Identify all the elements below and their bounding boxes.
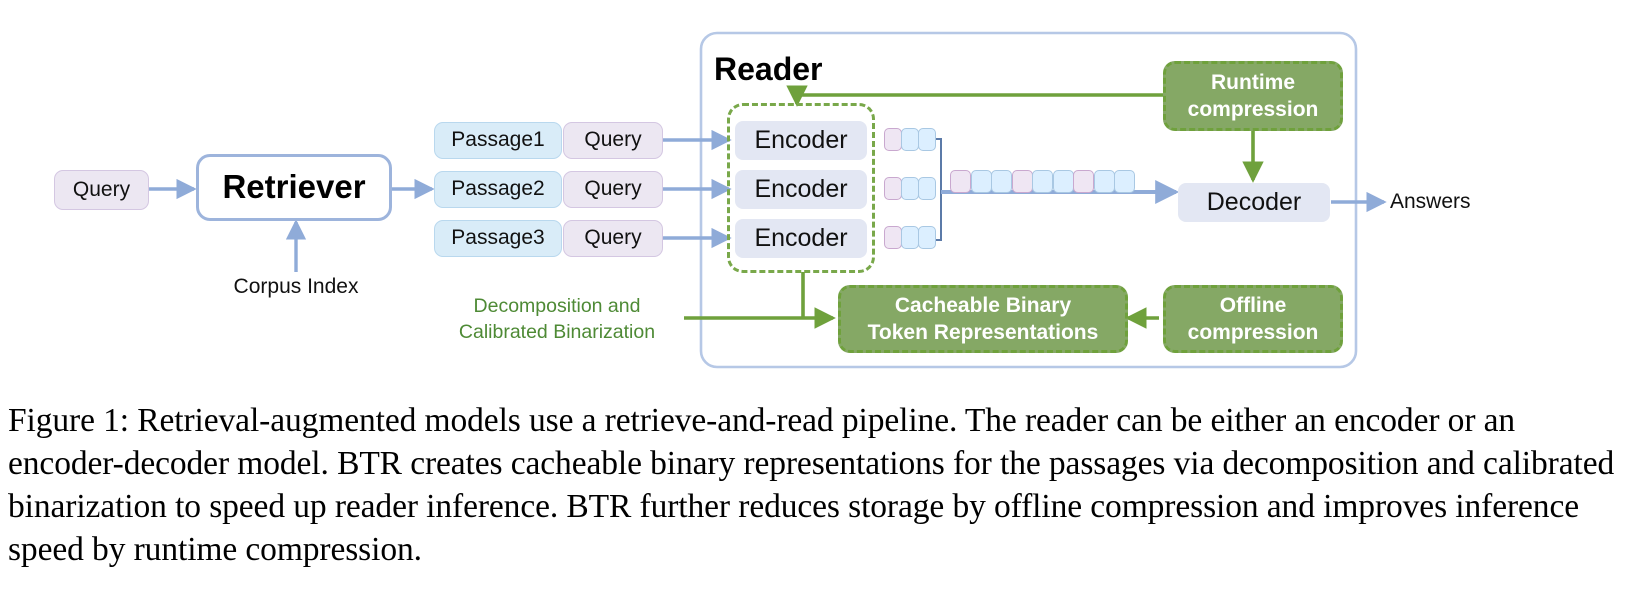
passage-label-3: Passage3 [451, 226, 545, 250]
token-square [1093, 170, 1115, 193]
runtime-compression-line1: Runtime [1211, 70, 1295, 94]
encoder-token-row-1 [884, 128, 936, 152]
passage-label-2: Passage2 [451, 177, 545, 201]
figure-diagram: Query Retriever Corpus Index Passage1 Qu… [54, 31, 1530, 369]
answers-label: Answers [1390, 187, 1530, 217]
token-square [901, 226, 919, 249]
reader-title: Reader [714, 50, 884, 90]
decomposition-label: Decomposition and Calibrated Binarizatio… [432, 290, 682, 348]
decomposition-label-line2: Calibrated Binarization [458, 321, 656, 343]
token-square [1114, 170, 1135, 193]
query-pill-3[interactable]: Query [563, 220, 663, 257]
encoder-group-outline [727, 103, 875, 273]
encoder-label-3: Encoder [754, 224, 848, 253]
cacheable-line1: Cacheable Binary [894, 293, 1072, 317]
query-label-1: Query [584, 128, 642, 152]
runtime-compression-node[interactable]: Runtime compression [1163, 61, 1343, 131]
figure-caption-text: Figure 1: Retrieval-augmented models use… [8, 402, 1615, 568]
token-square [970, 170, 992, 193]
token-merge-bracket [934, 138, 942, 241]
token-square [901, 128, 919, 151]
encoder-token-row-2 [884, 177, 936, 201]
corpus-index-text: Corpus Index [233, 274, 359, 298]
decoder-node[interactable]: Decoder [1178, 183, 1330, 222]
figure-caption: Figure 1: Retrieval-augmented models use… [0, 400, 1647, 572]
token-square [991, 170, 1012, 193]
encoder-node-2[interactable]: Encoder [735, 170, 867, 209]
line-runtime-to-encoders [786, 85, 1163, 107]
encoder-node-3[interactable]: Encoder [735, 219, 867, 258]
encoder-token-row-3 [884, 226, 936, 250]
passage-pill-1[interactable]: Passage1 [434, 122, 562, 159]
offline-compression-line2: compression [1187, 321, 1319, 344]
offline-compression-line1: Offline [1219, 293, 1287, 317]
cacheable-binary-tokens-node[interactable]: Cacheable Binary Token Representations [838, 285, 1128, 353]
corpus-index-label: Corpus Index [206, 272, 386, 302]
encoder-node-1[interactable]: Encoder [735, 121, 867, 160]
cacheable-line2: Token Representations [867, 321, 1099, 344]
retriever-label: Retriever [222, 168, 366, 206]
passage-pill-3[interactable]: Passage3 [434, 220, 562, 257]
token-square [950, 170, 971, 193]
encoder-label-2: Encoder [754, 175, 848, 204]
passage-label-1: Passage1 [451, 128, 545, 152]
token-square [1011, 170, 1033, 193]
token-square [918, 128, 936, 151]
token-square [1032, 170, 1053, 193]
answers-text: Answers [1390, 189, 1471, 213]
query-label-2: Query [584, 177, 642, 201]
token-square [884, 128, 902, 151]
concatenated-token-sequence [950, 170, 1135, 193]
token-square [901, 177, 919, 200]
token-square [918, 226, 936, 249]
token-square [884, 226, 902, 249]
passage-pill-2[interactable]: Passage2 [434, 171, 562, 208]
token-square [884, 177, 902, 200]
query-pill-2[interactable]: Query [563, 171, 663, 208]
reader-title-text: Reader [714, 51, 823, 88]
query-pill-1[interactable]: Query [563, 122, 663, 159]
encoder-label-1: Encoder [754, 126, 848, 155]
token-square [1073, 170, 1094, 193]
query-label-3: Query [584, 226, 642, 250]
retriever-node[interactable]: Retriever [196, 154, 392, 221]
token-square [918, 177, 936, 200]
token-square [1052, 170, 1074, 193]
runtime-compression-line2: compression [1187, 98, 1319, 121]
offline-compression-node[interactable]: Offline compression [1163, 285, 1343, 353]
query-input-label: Query [72, 177, 131, 201]
decomposition-label-line1: Decomposition and [473, 294, 641, 317]
query-input-node[interactable]: Query [54, 170, 149, 210]
decoder-label: Decoder [1206, 188, 1302, 217]
